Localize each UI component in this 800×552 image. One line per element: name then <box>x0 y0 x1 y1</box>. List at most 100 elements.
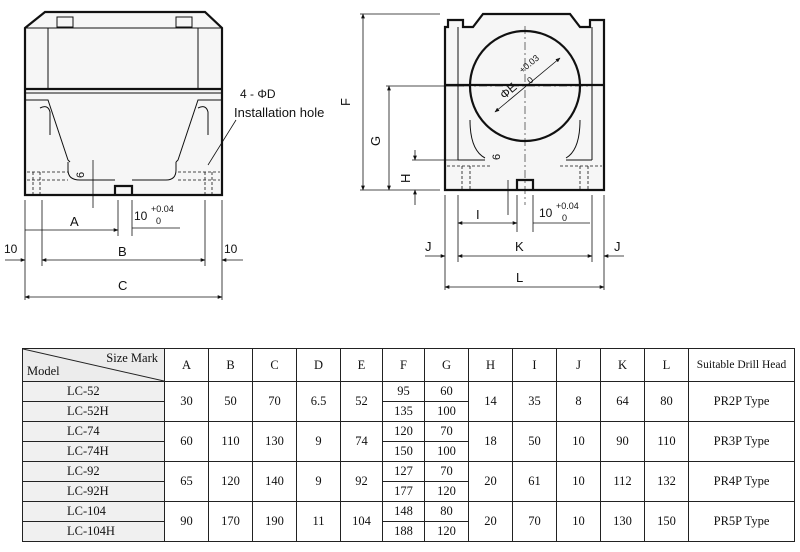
corner-header: Size Mark Model <box>22 348 165 382</box>
technical-drawing: 6 A 10 +0.04 0 10 B 10 C 4 - ΦD Installa… <box>4 10 624 300</box>
value-cell: 70 <box>424 421 469 442</box>
col-header-k: K <box>600 348 645 382</box>
value-cell: 120 <box>382 421 425 442</box>
value-cell: 9 <box>296 421 341 462</box>
value-cell: 190 <box>252 501 297 542</box>
model-cell: LC-74 <box>22 421 165 442</box>
value-cell: 60 <box>424 381 469 402</box>
table-row: LC-104 90 170 190 11 104 148 80 20 70 10… <box>22 501 795 542</box>
table-row: LC-52 30 50 70 6.5 52 95 60 14 35 8 64 8… <box>22 381 795 422</box>
front-view: 6 A 10 +0.04 0 10 B 10 C 4 - ΦD Installa… <box>4 10 324 300</box>
value-cell: 130 <box>252 421 297 462</box>
value-cell: 70 <box>252 381 297 422</box>
keyway-width-label: 10 <box>134 209 148 223</box>
value-cell: 120 <box>424 521 469 542</box>
value-cell: 148 <box>382 501 425 522</box>
value-cell: 20 <box>468 501 513 542</box>
model-cell: LC-104H <box>22 521 165 542</box>
side-keyway-tol-lower: 0 <box>562 213 567 223</box>
keyway-tol-upper: +0.04 <box>151 204 174 214</box>
col-header-d: D <box>296 348 341 382</box>
margin-left-label: 10 <box>4 242 18 256</box>
col-header-l: L <box>644 348 689 382</box>
dim-label-b: B <box>118 244 127 259</box>
value-cell: 150 <box>382 441 425 462</box>
value-cell: 18 <box>468 421 513 462</box>
value-cell: 20 <box>468 461 513 502</box>
value-cell: 10 <box>556 421 601 462</box>
value-cell: 70 <box>424 461 469 482</box>
col-header-j: J <box>556 348 601 382</box>
value-cell: 80 <box>424 501 469 522</box>
margin-right-label: 10 <box>224 242 238 256</box>
model-cell: LC-104 <box>22 501 165 522</box>
drill-head-cell: PR4P Type <box>688 461 795 502</box>
model-cell: LC-52 <box>22 381 165 402</box>
value-cell: 100 <box>424 401 469 422</box>
dim-label-k: K <box>515 239 524 254</box>
col-header-i: I <box>512 348 557 382</box>
value-cell: 61 <box>512 461 557 502</box>
header-row: Size Mark Model A B C D E F G H I J K L … <box>22 348 795 382</box>
col-header-c: C <box>252 348 297 382</box>
model-cell: LC-92H <box>22 481 165 502</box>
table-row: LC-92 65 120 140 9 92 127 70 20 61 10 11… <box>22 461 795 502</box>
side-keyway-depth-label: 6 <box>491 154 503 160</box>
value-cell: 64 <box>600 381 645 422</box>
table-row: LC-104H 188 120 <box>22 521 795 542</box>
dim-label-f: F <box>338 98 353 106</box>
drill-head-cell: PR3P Type <box>688 421 795 462</box>
value-cell: 135 <box>382 401 425 422</box>
value-cell: 100 <box>424 441 469 462</box>
col-header-a: A <box>164 348 209 382</box>
drill-head-cell: PR2P Type <box>688 381 795 422</box>
spec-table: Size Mark Model A B C D E F G H I J K L … <box>22 348 795 542</box>
bore-tol-lower: 0 <box>525 75 535 86</box>
value-cell: 170 <box>208 501 253 542</box>
side-keyway-tol-upper: +0.04 <box>556 201 579 211</box>
dim-label-h: H <box>398 174 413 183</box>
table-row: LC-74 60 110 130 9 74 120 70 18 50 10 90… <box>22 421 795 462</box>
value-cell: 11 <box>296 501 341 542</box>
value-cell: 188 <box>382 521 425 542</box>
value-cell: 140 <box>252 461 297 502</box>
col-header-g: G <box>424 348 469 382</box>
value-cell: 130 <box>600 501 645 542</box>
value-cell: 50 <box>512 421 557 462</box>
col-header-b: B <box>208 348 253 382</box>
value-cell: 90 <box>164 501 209 542</box>
col-header-f: F <box>382 348 425 382</box>
installation-hole-spec: 4 - ΦD <box>240 87 276 101</box>
value-cell: 120 <box>208 461 253 502</box>
dim-label-g: G <box>368 136 383 146</box>
value-cell: 132 <box>644 461 689 502</box>
model-cell: LC-92 <box>22 461 165 482</box>
value-cell: 52 <box>340 381 383 422</box>
value-cell: 90 <box>600 421 645 462</box>
dim-label-j-left: J <box>425 239 432 254</box>
value-cell: 9 <box>296 461 341 502</box>
value-cell: 104 <box>340 501 383 542</box>
model-header: Model <box>27 364 60 378</box>
table-row: LC-92H 177 120 <box>22 481 795 502</box>
value-cell: 127 <box>382 461 425 482</box>
value-cell: 35 <box>512 381 557 422</box>
value-cell: 110 <box>208 421 253 462</box>
table-row: LC-74H 150 100 <box>22 441 795 462</box>
value-cell: 10 <box>556 461 601 502</box>
value-cell: 10 <box>556 501 601 542</box>
side-view: ΦE +0.03 0 F G H 6 I 10 +0.04 0 <box>338 12 624 290</box>
col-header-drill-head: Suitable Drill Head <box>688 348 795 382</box>
dim-label-a: A <box>70 214 79 229</box>
drill-head-cell: PR5P Type <box>688 501 795 542</box>
model-cell: LC-52H <box>22 401 165 422</box>
dim-label-i: I <box>476 207 480 222</box>
value-cell: 8 <box>556 381 601 422</box>
value-cell: 14 <box>468 381 513 422</box>
dim-label-l: L <box>516 270 523 285</box>
value-cell: 80 <box>644 381 689 422</box>
installation-hole-label: Installation hole <box>234 105 324 120</box>
col-header-h: H <box>468 348 513 382</box>
col-header-e: E <box>340 348 383 382</box>
dim-label-j-right: J <box>614 239 621 254</box>
